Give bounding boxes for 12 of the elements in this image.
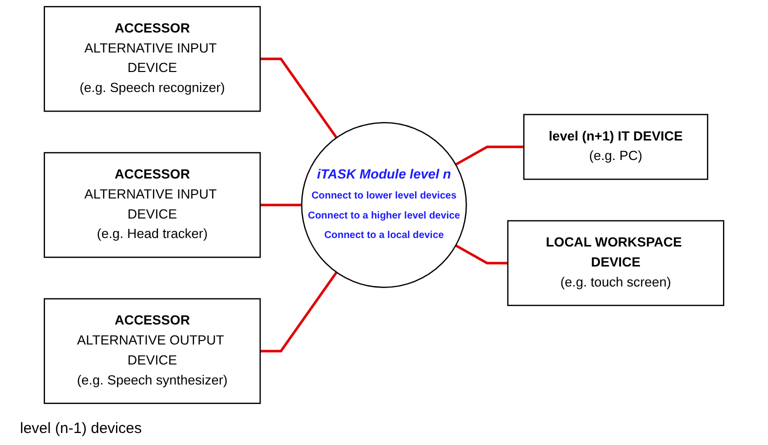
node-circle: iTASK Module level n Connect to lower level devices Connect to a higher level device Connect to a local device [301, 122, 467, 288]
connector [455, 146, 524, 166]
connector [260, 272, 338, 352]
connector [455, 244, 508, 264]
node-box: ACCESSOR ALTERNATIVE OUTPUT DEVICE (e.g. Speech synthesizer) [44, 298, 261, 404]
node-box: level (n+1) IT DEVICE (e.g. PC) [523, 114, 708, 180]
node-box: ACCESSOR ALTERNATIVE INPUT DEVICE (e.g. Speech recognizer) [44, 6, 261, 112]
connector [260, 58, 338, 138]
connector [260, 204, 302, 206]
group-caption: level (n-1) devices [20, 420, 142, 437]
node-box: LOCAL WORKSPACE DEVICE (e.g. touch screen) [507, 220, 724, 306]
node-box: ACCESSOR ALTERNATIVE INPUT DEVICE (e.g. Head tracker) [44, 152, 261, 258]
